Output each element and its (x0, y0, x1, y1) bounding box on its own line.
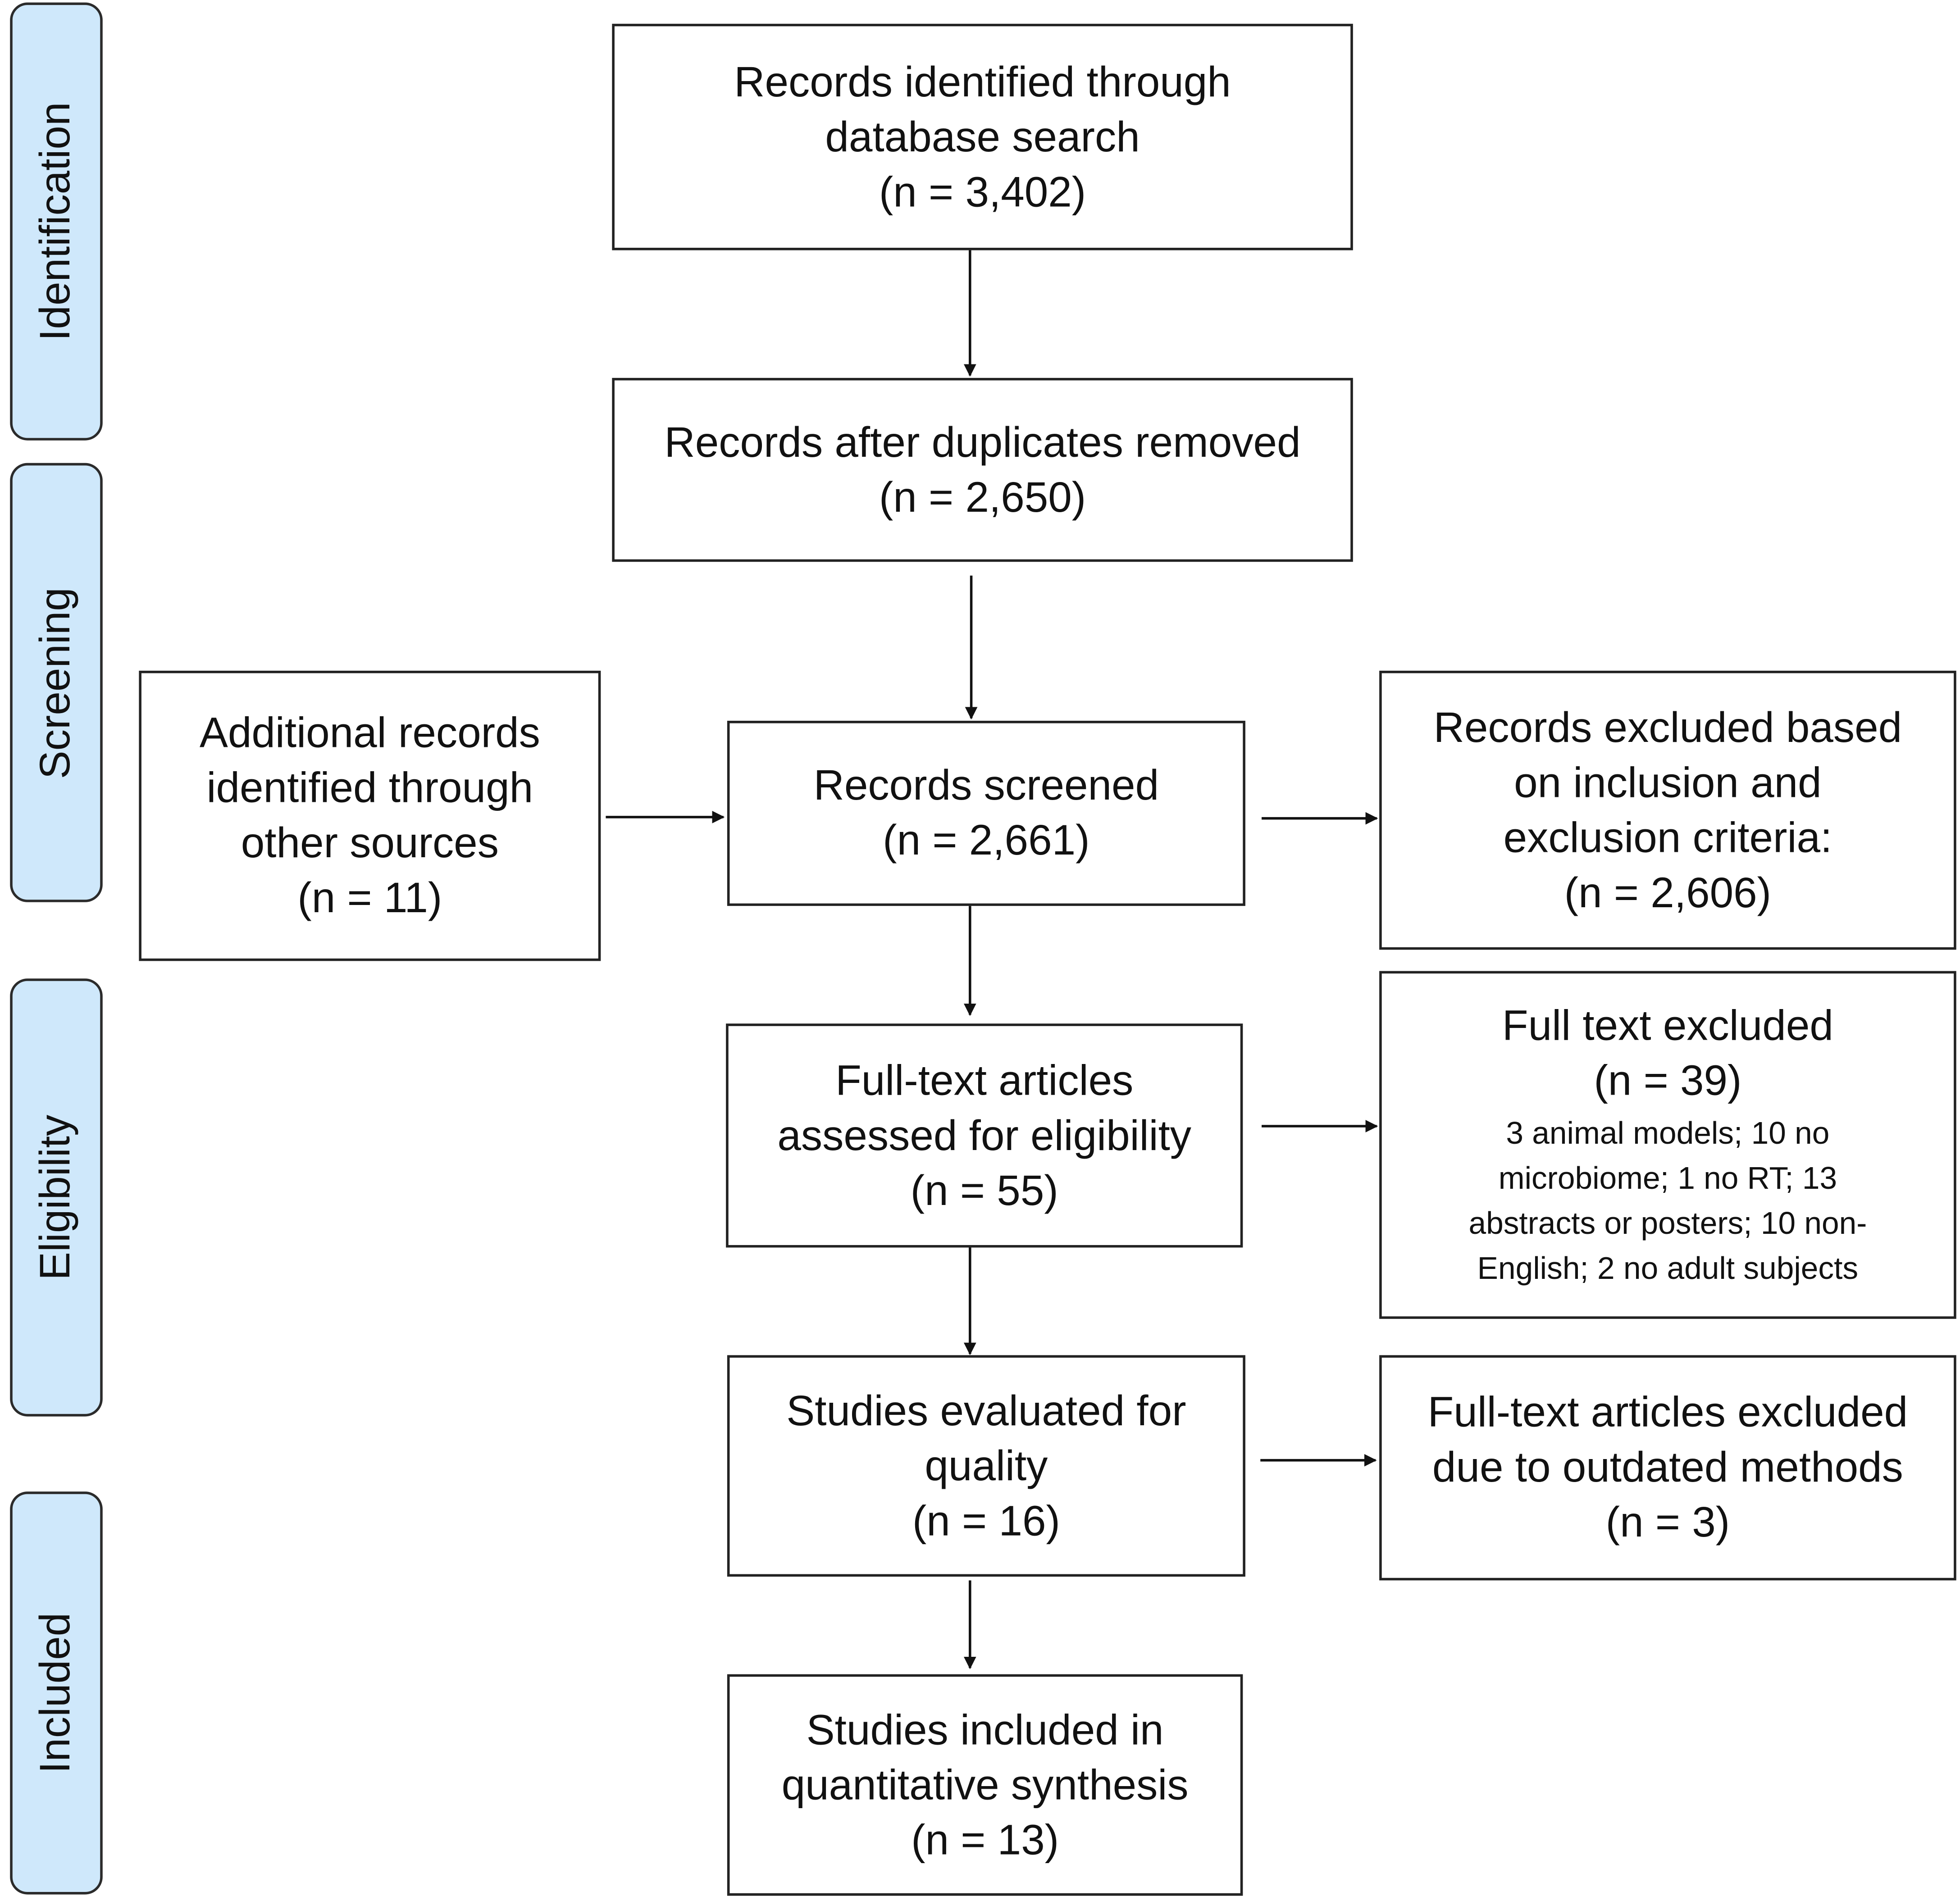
box-text-line: quantitative synthesis (781, 1761, 1189, 1809)
box-text-line: Records after duplicates removed (664, 418, 1301, 466)
box-count: (n = 39) (1594, 1057, 1742, 1105)
box-count: (n = 16) (912, 1497, 1060, 1545)
box-count: (n = 3) (1605, 1499, 1730, 1547)
box-count: (n = 2,606) (1564, 869, 1772, 917)
box-text-line: assessed for eligibility (777, 1112, 1192, 1159)
box-records-screened: Records screened (n = 2,661) (727, 721, 1245, 906)
box-count: (n = 3,402) (879, 168, 1086, 216)
phase-eligibility: Eligibility (10, 978, 103, 1417)
exclusion-detail-line: abstracts or posters; 10 non- (1468, 1206, 1867, 1241)
box-text-line: Records excluded based (1433, 704, 1902, 752)
phase-screening: Screening (10, 463, 103, 902)
box-text-line: quality (925, 1442, 1048, 1490)
box-count: (n = 2,650) (879, 473, 1086, 521)
box-after-duplicates: Records after duplicates removed (n = 2,… (612, 377, 1353, 562)
box-records-identified: Records identified through database sear… (612, 23, 1353, 250)
box-count: (n = 11) (297, 874, 442, 923)
box-text-line: Studies included in (806, 1706, 1164, 1754)
exclusion-detail-line: microbiome; 1 no RT; 13 (1498, 1161, 1837, 1196)
box-outdated-excluded: Full-text articles excluded due to outda… (1379, 1355, 1956, 1581)
box-text-line: Full-text articles (835, 1056, 1134, 1105)
box-count: (n = 2,661) (883, 817, 1090, 865)
box-additional-records: Additional records identified through ot… (139, 670, 601, 961)
phase-included: Included (10, 1491, 103, 1895)
box-text-line: Records identified through (734, 58, 1231, 106)
box-text-line: database search (825, 113, 1140, 161)
box-text-line: Records screened (813, 762, 1159, 810)
exclusion-detail-line: 3 animal models; 10 no (1506, 1116, 1830, 1151)
box-text-line: identified through (206, 764, 533, 812)
box-count: (n = 13) (911, 1816, 1059, 1864)
box-full-text-assessed: Full-text articles assessed for eligibil… (726, 1023, 1243, 1248)
phase-identification: Identification (10, 2, 103, 441)
box-text-line: Full-text articles excluded (1427, 1389, 1908, 1437)
exclusion-details: 3 animal models; 10 no microbiome; 1 no … (1468, 1111, 1867, 1291)
box-text-line: other sources (241, 819, 499, 868)
box-studies-included: Studies included in quantitative synthes… (727, 1674, 1243, 1896)
box-records-excluded: Records excluded based on inclusion and … (1379, 670, 1956, 950)
box-text-line: exclusion criteria: (1503, 814, 1832, 862)
box-studies-evaluated: Studies evaluated for quality (n = 16) (727, 1355, 1245, 1577)
box-count: (n = 55) (910, 1167, 1058, 1214)
exclusion-detail-line: English; 2 no adult subjects (1477, 1251, 1859, 1287)
box-text-line: Additional records (199, 709, 540, 757)
box-text-line: Studies evaluated for (786, 1387, 1186, 1435)
box-full-text-excluded: Full text excluded (n = 39) 3 animal mod… (1379, 971, 1956, 1319)
box-text-line: Full text excluded (1502, 1002, 1833, 1050)
box-text-line: on inclusion and (1514, 759, 1822, 807)
box-text-line: due to outdated methods (1432, 1444, 1903, 1492)
